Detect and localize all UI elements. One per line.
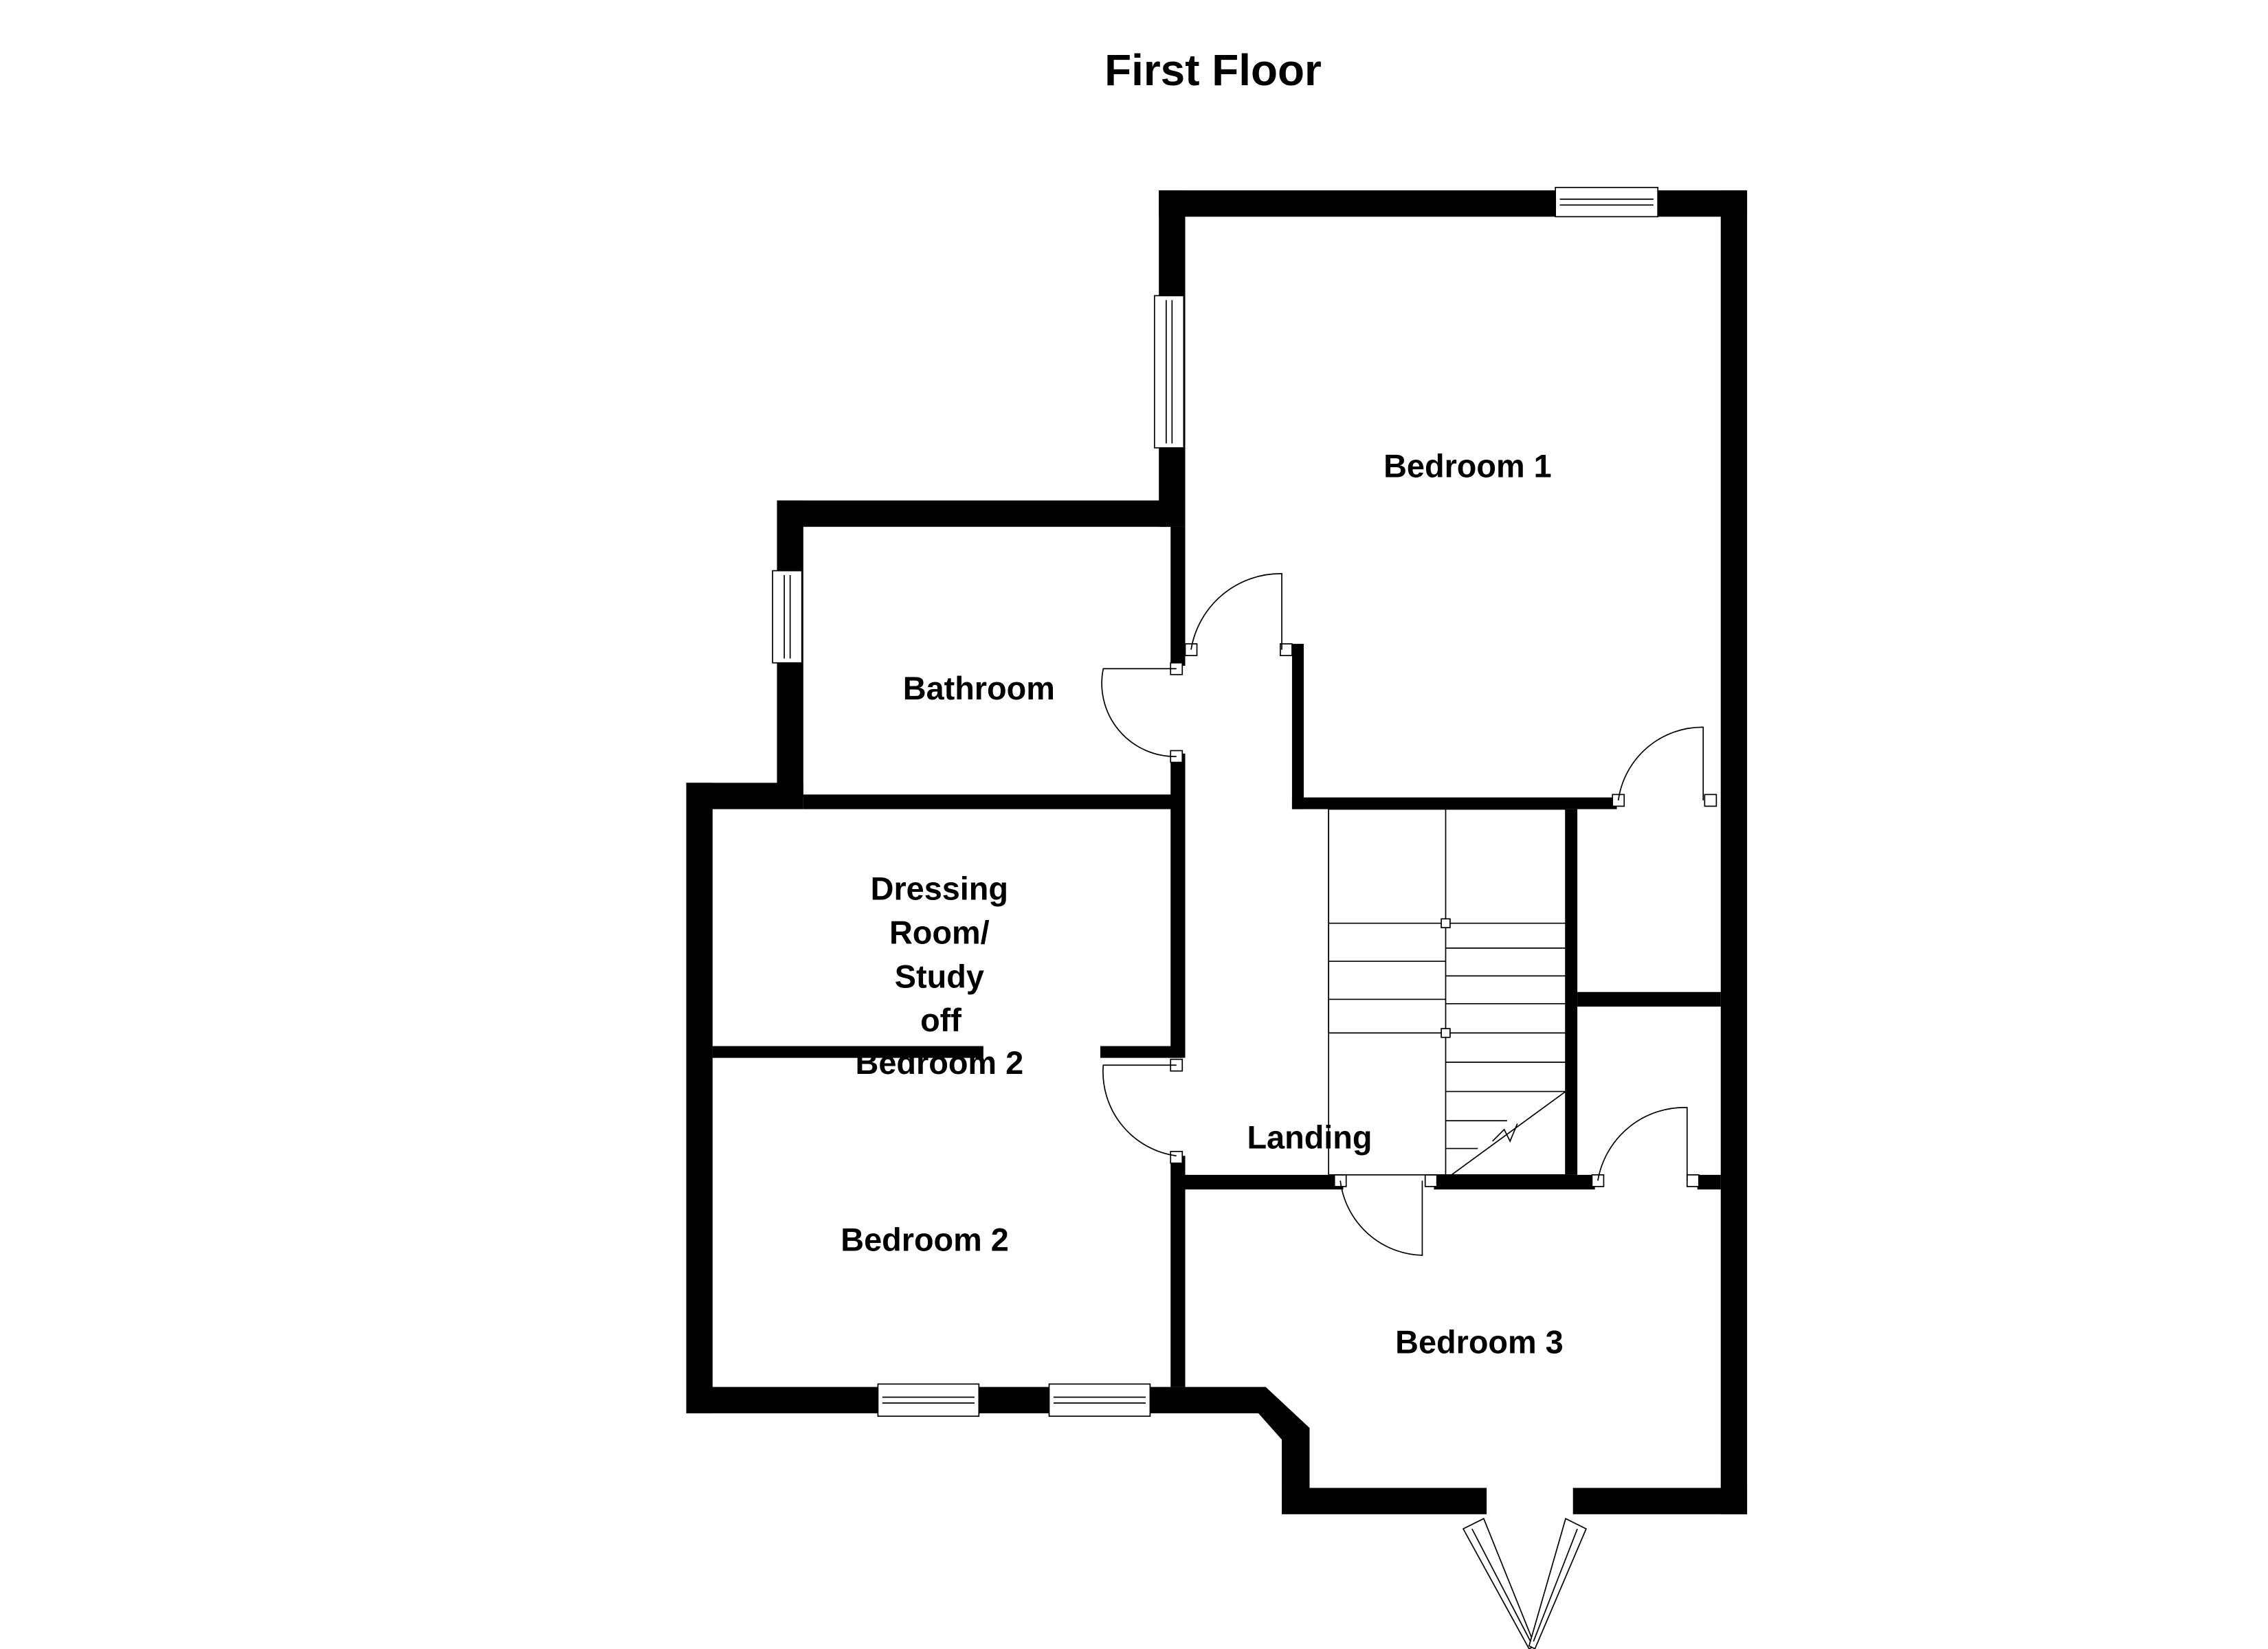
label-landing: Landing [1247,1120,1372,1156]
label-dressing-2: Room/ [889,915,990,951]
door-bedroom1 [1184,573,1293,656]
door-bedroom3-cupboard [1591,1107,1700,1187]
window-bathroom [772,570,803,664]
door-bedroom1-cupboard [1612,726,1717,807]
room-labels: Bedroom 1 Bathroom Dressing Room/ Study … [841,448,1563,1360]
window-bedroom2-a [877,1383,980,1417]
doors [1101,573,1717,1256]
label-bathroom: Bathroom [903,671,1055,706]
label-bedroom2: Bedroom 2 [841,1222,1009,1258]
label-dressing-1: Dressing [871,871,1008,907]
outer-walls [686,190,1748,1514]
windows [772,186,1659,1649]
window-bedroom2-b [1048,1383,1151,1417]
interior-walls [712,526,1721,1387]
door-bathroom [1101,662,1183,763]
plan-title: First Floor [1104,45,1322,95]
window-bedroom1-top [1555,186,1659,218]
door-bedroom3 [1333,1174,1438,1256]
label-dressing-4: off [920,1002,961,1038]
label-bedroom3: Bedroom 3 [1395,1325,1564,1360]
label-dressing-3: Study [895,958,984,994]
staircase [1328,808,1566,1176]
window-bedroom1-left [1153,295,1185,449]
door-bedroom2 [1102,1058,1183,1164]
bay-window-bedroom3 [1462,1518,1587,1649]
dressing-wall-overlap [712,1046,983,1058]
dressing-wall-overlap-right [1100,1046,1183,1058]
label-bedroom1: Bedroom 1 [1383,448,1552,484]
